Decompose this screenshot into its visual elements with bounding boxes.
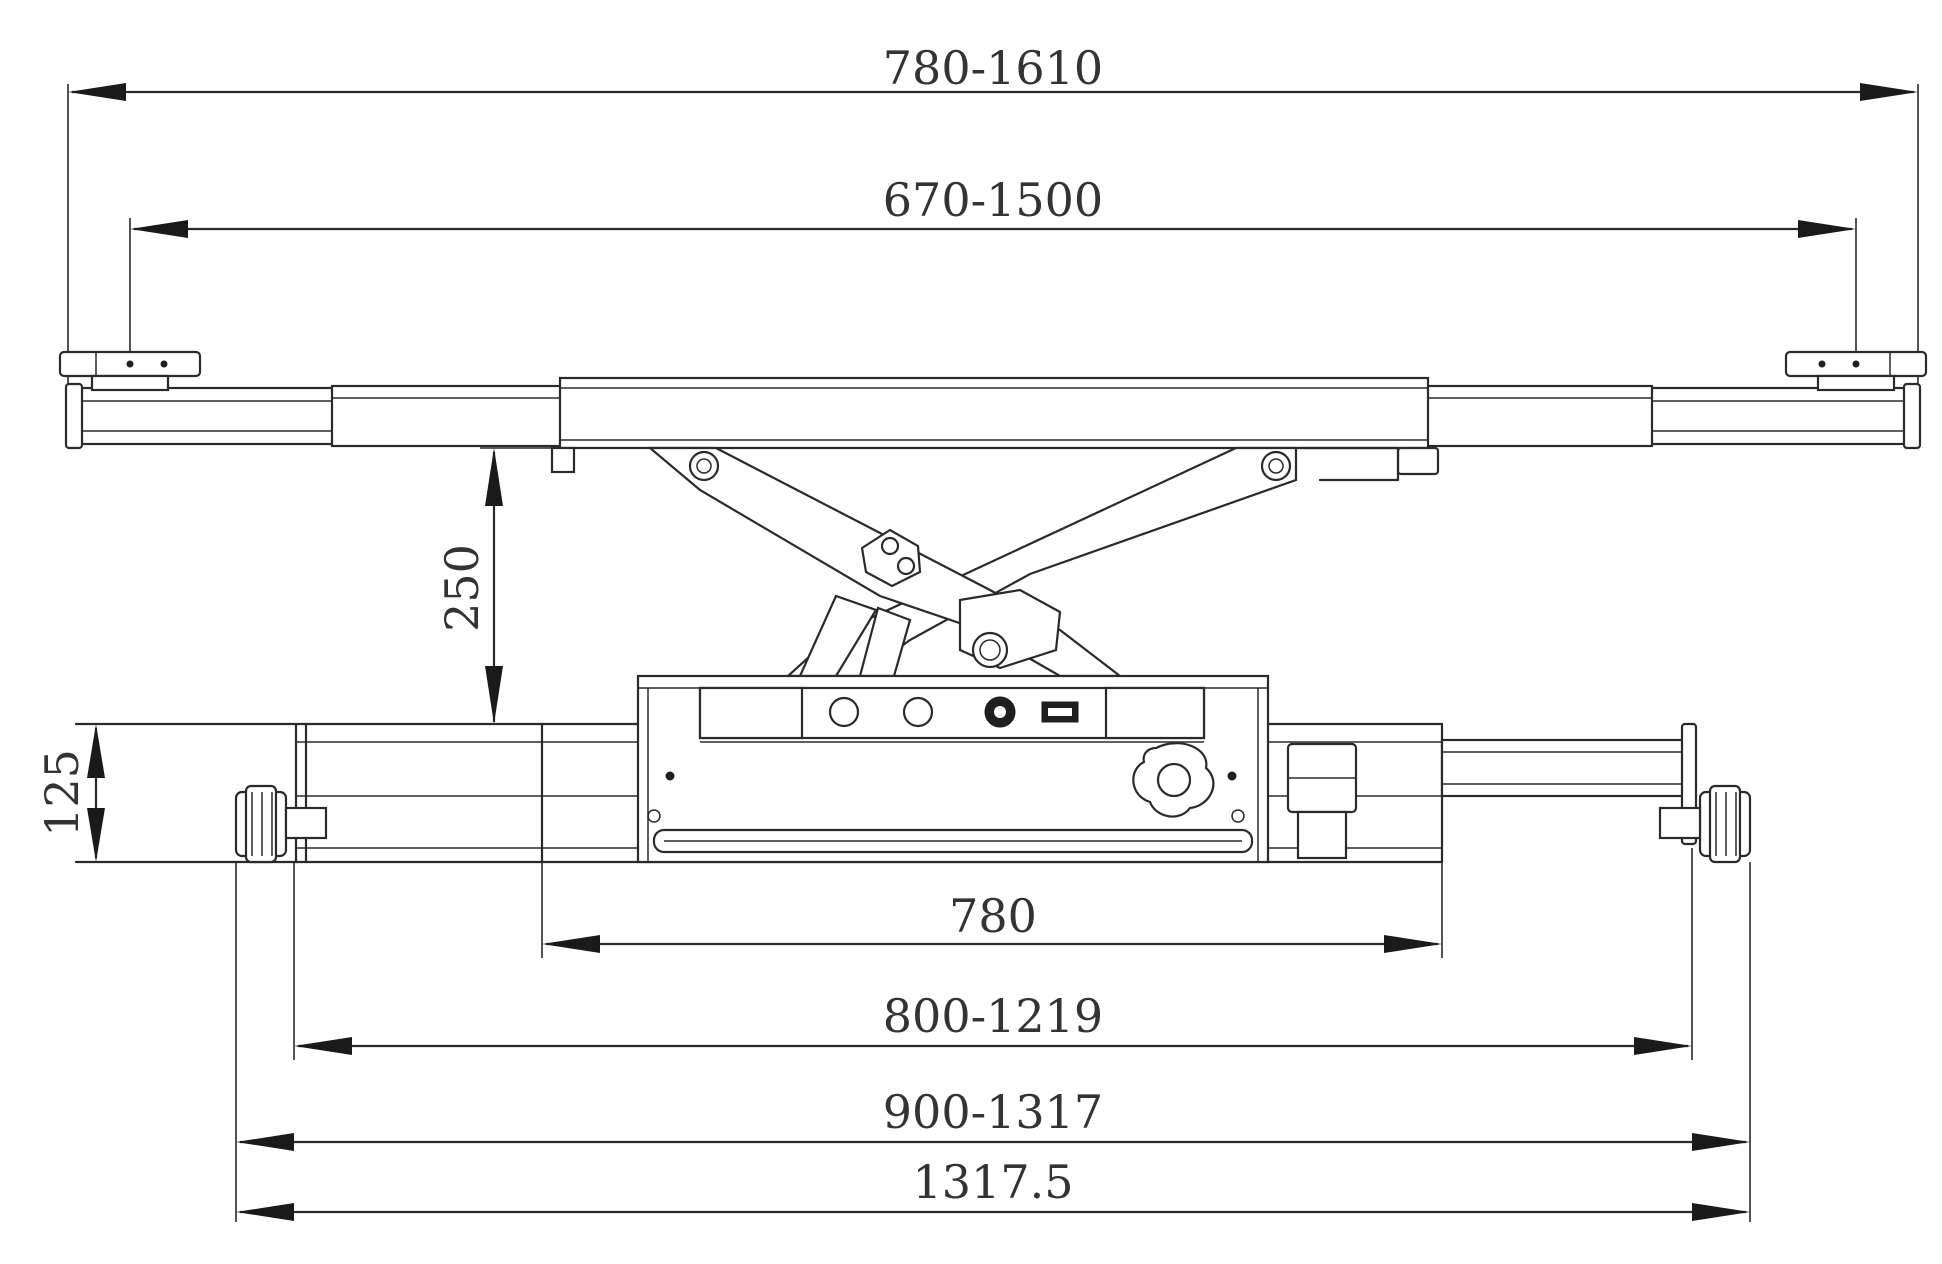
right-lift-pad	[1784, 350, 1928, 392]
pump-unit	[1286, 742, 1358, 860]
dimension-top-inner: 670-1500	[129, 173, 1857, 376]
dimension-base-height: 125	[35, 724, 105, 862]
valve-knob-icon	[902, 696, 934, 728]
dimension-label-lift-height: 250	[435, 544, 489, 632]
top-beam	[64, 376, 1922, 450]
dimension-rail-outer: 900-1317	[235, 862, 1751, 1222]
right-roller	[1658, 784, 1752, 864]
valve-knob-icon	[828, 696, 860, 728]
dimension-label-overall: 1317.5	[913, 1155, 1074, 1209]
dimension-top-outer: 780-1610	[67, 41, 1919, 442]
dimension-lift-height: 250	[435, 447, 560, 724]
dimension-label-top-inner: 670-1500	[883, 173, 1103, 227]
handwheel-icon	[1132, 742, 1215, 818]
dimension-label-top-outer: 780-1610	[883, 41, 1103, 95]
central-housing	[636, 674, 1270, 864]
base-rail	[74, 722, 1698, 864]
top-beam-brackets	[550, 446, 1440, 482]
control-knobs	[828, 696, 1079, 728]
scissor-arms	[646, 446, 1298, 678]
dimension-label-base-height: 125	[35, 749, 89, 837]
dimension-label-base-length: 780	[949, 889, 1037, 943]
left-roller	[234, 784, 328, 864]
left-lift-pad	[58, 350, 202, 392]
dimension-rail-inner: 800-1219	[293, 848, 1693, 1060]
dimension-overall: 1317.5	[236, 1155, 1750, 1221]
dimension-base-length: 780	[541, 862, 1443, 958]
dimension-label-rail-inner: 800-1219	[883, 989, 1103, 1043]
dimension-label-rail-outer: 900-1317	[883, 1085, 1103, 1139]
